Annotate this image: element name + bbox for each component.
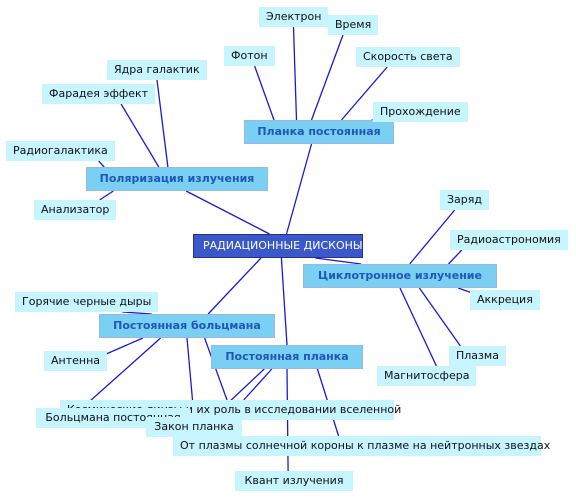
connector-line — [310, 34, 344, 121]
connector-line — [285, 143, 313, 235]
branch-boltzmann-constant[interactable]: Постоянная больцмана — [99, 314, 275, 338]
root-node[interactable]: РАДИАЦИОННЫЕ ДИСКОНЫ — [193, 234, 363, 258]
connector-line — [156, 79, 169, 168]
branch-polarization[interactable]: Поляризация излучения — [86, 167, 268, 191]
leaf-faraday-effect[interactable]: Фарадея эффект — [42, 84, 156, 104]
connector-line — [409, 209, 456, 265]
leaf-antenna[interactable]: Антенна — [44, 351, 108, 371]
leaf-accretion[interactable]: Аккреция — [470, 290, 540, 310]
connector-line — [81, 337, 162, 409]
connector-line — [280, 257, 288, 346]
leaf-plasma[interactable]: Плазма — [449, 346, 506, 366]
connector-line — [207, 257, 262, 315]
leaf-radio-galaxy[interactable]: Радиогалактика — [6, 141, 115, 161]
connector-line — [315, 257, 362, 265]
connector-line — [399, 287, 437, 367]
connector-line — [203, 337, 228, 401]
leaf-planck-law[interactable]: Закон планка — [146, 417, 242, 437]
connector-line — [448, 249, 463, 265]
leaf-radiation-quantum[interactable]: Квант излучения — [235, 471, 353, 491]
leaf-magnetosphere[interactable]: Магнитосфера — [377, 366, 477, 386]
connector-line — [243, 368, 273, 401]
branch-cyclotron[interactable]: Циклотронное излучение — [303, 264, 497, 288]
connector-line — [253, 65, 275, 121]
leaf-photon[interactable]: Фотон — [224, 46, 275, 66]
connector-line — [98, 160, 105, 168]
branch-constant-planck[interactable]: Постоянная планка — [211, 345, 363, 369]
leaf-solar-corona-plasma[interactable]: От плазмы солнечной короны к плазме на н… — [173, 436, 550, 456]
leaf-speed-of-light[interactable]: Скорость света — [356, 47, 460, 67]
leaf-electron[interactable]: Электрон — [259, 7, 329, 27]
connector-line — [122, 311, 152, 315]
connector-line — [99, 190, 114, 201]
leaf-hot-black-holes[interactable]: Горячие черные дыры — [15, 292, 159, 312]
connector-line — [418, 287, 461, 347]
leaf-charge[interactable]: Заряд — [440, 190, 489, 210]
branch-planck-constant[interactable]: Планка постоянная — [244, 120, 394, 144]
leaf-analyzer[interactable]: Анализатор — [34, 200, 117, 220]
connector-line — [103, 337, 144, 356]
leaf-time[interactable]: Время — [328, 15, 379, 35]
connector-line — [292, 26, 298, 121]
connector-line — [341, 66, 388, 121]
leaf-radio-astronomy[interactable]: Радиоастрономия — [450, 230, 568, 250]
connector-line — [120, 103, 160, 168]
connector-line — [185, 190, 270, 235]
leaf-galactic-nuclei[interactable]: Ядра галактик — [107, 60, 207, 80]
leaf-passage[interactable]: Прохождение — [373, 102, 468, 122]
